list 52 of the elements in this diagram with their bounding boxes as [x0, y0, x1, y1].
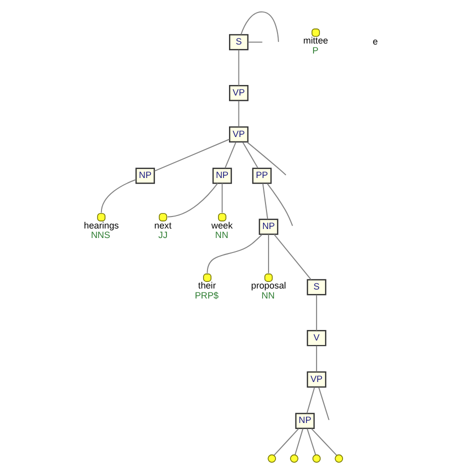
connector — [266, 183, 292, 226]
node-label: NNS — [90, 230, 110, 240]
node-label: hearings — [83, 220, 118, 230]
connector — [310, 428, 337, 456]
connector — [224, 142, 236, 169]
connector — [153, 138, 230, 172]
node-box: V — [306, 330, 326, 346]
node-box: NP — [294, 412, 314, 429]
node-box: VP — [228, 126, 248, 143]
node-circle — [312, 454, 320, 463]
connector — [206, 234, 262, 274]
connector — [294, 428, 303, 456]
node-box: VP — [228, 85, 248, 102]
connector — [316, 294, 317, 331]
node-circle — [334, 454, 343, 463]
node-box: PP — [252, 168, 272, 184]
node-label: JJ — [158, 230, 168, 240]
node-box: NP — [212, 168, 232, 184]
node-circle — [290, 454, 298, 463]
connector — [268, 234, 269, 274]
node-box: NP — [134, 168, 154, 184]
node-label: proposal — [250, 280, 286, 291]
connector — [306, 386, 315, 414]
connector — [273, 428, 299, 456]
connector — [262, 183, 268, 220]
node-circle — [267, 454, 276, 463]
connector — [273, 234, 312, 280]
node-label: NN — [261, 290, 274, 301]
connector — [318, 386, 329, 420]
connector — [240, 11, 278, 42]
node-label: PRP$ — [194, 290, 218, 301]
connector — [306, 428, 316, 456]
node-box: NP — [258, 218, 278, 235]
node-label: mittee — [302, 36, 328, 46]
node-label: NN — [214, 230, 228, 240]
connector — [238, 49, 239, 86]
connector — [246, 142, 286, 176]
connector — [316, 345, 317, 372]
connector — [221, 182, 222, 214]
node-label: week — [210, 220, 232, 230]
node-box: S — [306, 279, 326, 296]
connector — [166, 182, 218, 218]
connector — [247, 42, 262, 43]
node-box: VP — [306, 371, 326, 388]
connector — [242, 142, 258, 169]
connector — [100, 179, 136, 214]
connector — [238, 100, 239, 128]
node-label: their — [198, 280, 216, 291]
node-label: next — [154, 220, 172, 230]
node-label: P — [312, 46, 318, 56]
label: e — [372, 36, 378, 46]
node-box: S — [228, 34, 248, 50]
